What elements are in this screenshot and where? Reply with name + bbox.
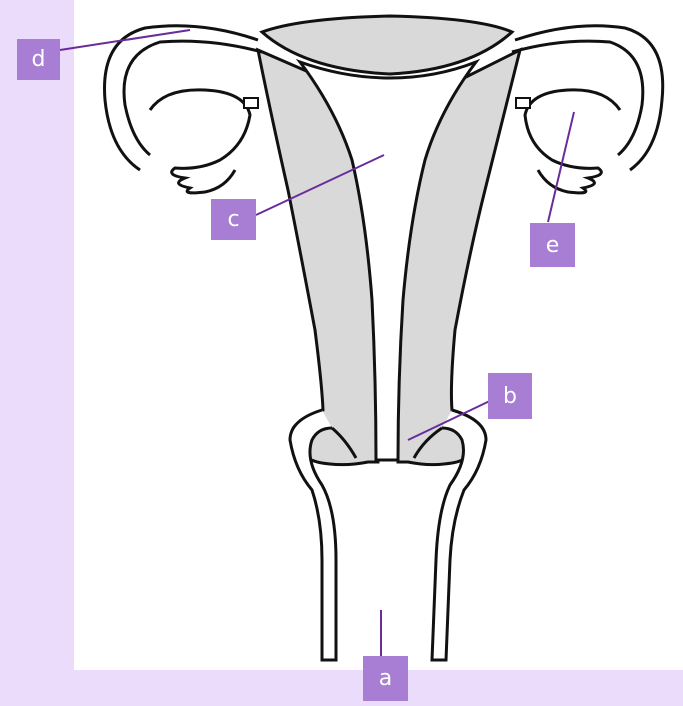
fimbriae-left: [150, 90, 250, 193]
ovary-connector-right: [516, 98, 530, 108]
label-b-text: b: [503, 384, 517, 409]
fimbriae-right: [525, 90, 620, 193]
label-a-text: a: [379, 666, 392, 691]
label-c-text: c: [227, 207, 239, 232]
label-e-text: e: [546, 233, 560, 258]
label-d: d: [17, 39, 60, 80]
label-b: b: [488, 373, 532, 419]
ovary-connector-left: [244, 98, 258, 108]
label-d-text: d: [32, 47, 46, 72]
label-e: e: [530, 223, 575, 267]
label-c: c: [211, 199, 256, 240]
label-a: a: [363, 656, 408, 701]
